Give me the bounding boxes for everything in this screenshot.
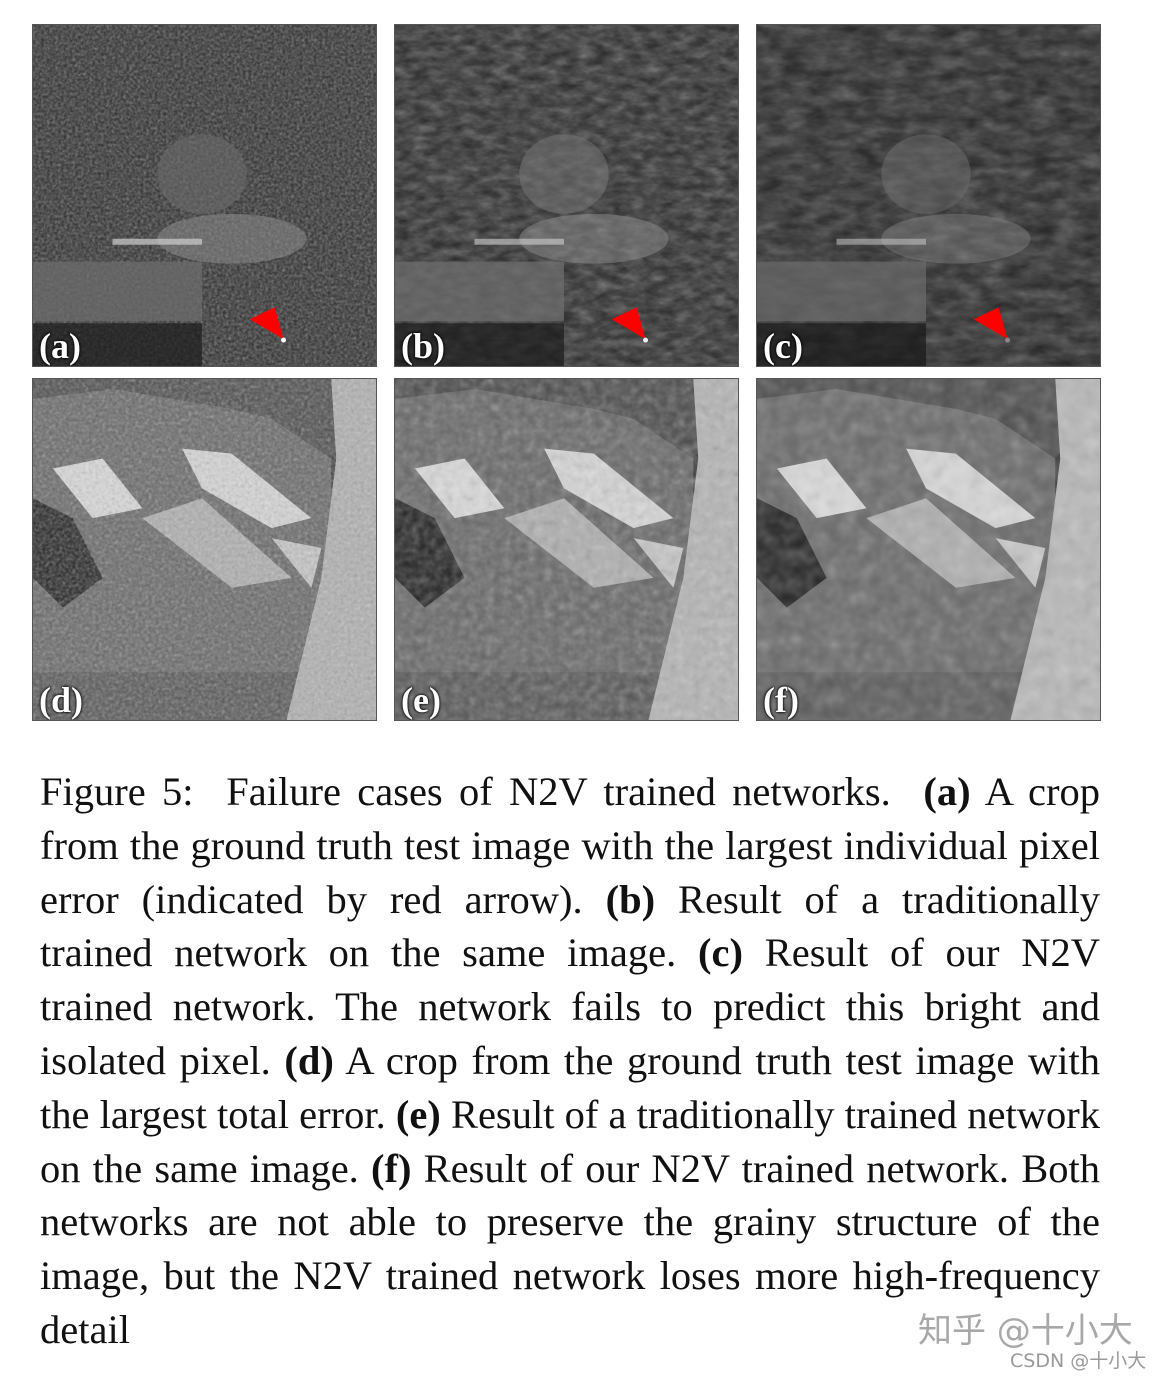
panel-c: (c) [756,24,1101,367]
caption-text-b: Result of a traditionally trained networ… [40,876,1100,976]
caption-text-c: Result of our N2V trained network. The n… [40,930,1100,1083]
caption-text-a: A crop from the ground truth test image … [40,769,1100,922]
owl-noisy-image [33,25,376,366]
mountain-traditional-image [395,379,738,720]
caption-label-d: (d) [284,1037,334,1083]
caption-label-b: (b) [605,876,656,922]
caption-label-e: (e) [395,1091,441,1137]
red-arrow-icon [611,307,646,340]
panel-label: (a) [39,326,81,366]
panel-b: (b) [394,24,739,367]
panel-label: (b) [401,326,445,366]
zhihu-watermark: 知乎 @十小大 [918,1311,1133,1351]
panel-label: (d) [39,680,83,720]
figure-caption: Figure 5: Failure cases of N2V trained n… [40,765,1100,1357]
panel-label: (c) [763,326,803,366]
caption-label-f: (f) [370,1145,412,1191]
caption-label-c: (c) [698,930,743,976]
mountain-n2v-image [757,379,1100,720]
mountain-grainy-image [33,379,376,720]
red-arrow-icon [973,307,1008,340]
caption-text-f: Result of our N2V trained network. Both … [40,1145,1100,1352]
caption-title: Failure cases of N2V trained networks. [226,769,891,814]
panel-label: (e) [401,680,441,720]
csdn-watermark: CSDN @十小大 [1010,1350,1147,1372]
panel-e: (e) [394,378,739,721]
caption-text-e: Result of a traditionally trained networ… [40,1091,1100,1191]
owl-n2v-image [757,25,1100,366]
panel-a: (a) [32,24,377,367]
caption-label-a: (a) [923,769,971,814]
panel-f: (f) [756,378,1101,721]
panel-d: (d) [32,378,377,721]
panel-label: (f) [763,680,799,720]
red-arrow-icon [249,307,284,340]
caption-text-d: A crop from the ground truth test image … [40,1037,1100,1137]
owl-traditional-image [395,25,738,366]
caption-prefix: Figure 5: [40,769,194,814]
